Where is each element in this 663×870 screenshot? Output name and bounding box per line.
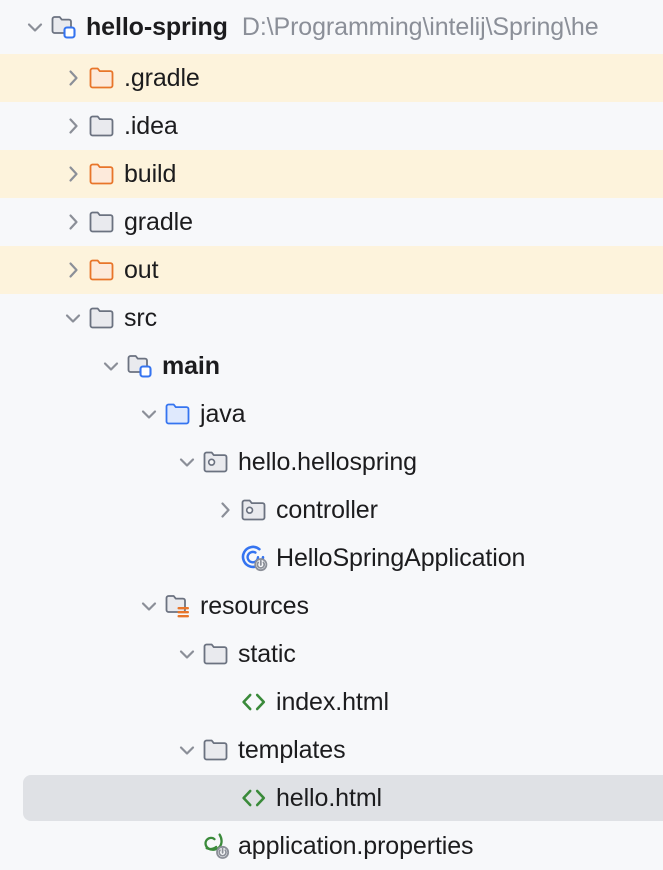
indent-spacer xyxy=(0,174,60,175)
indent-spacer xyxy=(0,846,174,847)
folder-icon xyxy=(86,110,118,142)
tree-row-gradle[interactable]: gradle xyxy=(0,198,663,246)
tree-node-label: static xyxy=(238,639,296,668)
tree-node-label: hello.html xyxy=(276,783,382,812)
tree-row-java[interactable]: java xyxy=(0,390,663,438)
tree-node-label: application.properties xyxy=(238,831,474,860)
tree-row-hello-hellospring[interactable]: hello.hellospring xyxy=(0,438,663,486)
chevron-down-icon[interactable] xyxy=(22,14,48,40)
indent-spacer xyxy=(0,510,212,511)
tree-node-label: src xyxy=(124,303,158,332)
project-path-text: D:\Programming\intelij\Spring\he xyxy=(241,12,599,41)
tree-row-hello-spring[interactable]: hello-spring D:\Programming\intelij\Sprin… xyxy=(0,0,663,54)
indent-spacer xyxy=(0,798,212,799)
indent-spacer xyxy=(0,750,174,751)
html-file-icon xyxy=(238,686,270,718)
tree-node-label: resources xyxy=(200,591,309,620)
chevron-right-icon[interactable] xyxy=(60,65,86,91)
chevron-right-icon[interactable] xyxy=(60,113,86,139)
chevron-down-icon[interactable] xyxy=(136,593,162,619)
indent-spacer xyxy=(0,558,212,559)
tree-node-label: controller xyxy=(276,495,378,524)
module-folder-icon xyxy=(124,350,156,382)
spring-boot-class-icon xyxy=(238,542,270,574)
indent-spacer xyxy=(0,366,98,367)
tree-row-src[interactable]: src xyxy=(0,294,663,342)
tree-row-controller[interactable]: controller xyxy=(0,486,663,534)
chevron-placeholder-icon xyxy=(174,833,200,859)
tree-row-hellospringapplication[interactable]: HelloSpringApplication xyxy=(0,534,663,582)
indent-spacer xyxy=(0,318,60,319)
folder-icon xyxy=(86,302,118,334)
chevron-right-icon[interactable] xyxy=(60,257,86,283)
tree-node-label: templates xyxy=(238,735,346,764)
folder-excluded-icon xyxy=(86,254,118,286)
module-folder-icon xyxy=(48,11,80,43)
tree-node-label: .idea xyxy=(124,111,178,140)
source-root-folder-icon xyxy=(162,398,194,430)
tree-node-label: out xyxy=(124,255,159,284)
tree-node-label: HelloSpringApplication xyxy=(276,543,526,572)
tree-node-label: gradle xyxy=(124,207,193,236)
tree-node-label: build xyxy=(124,159,177,188)
indent-spacer xyxy=(0,414,136,415)
tree-row-resources[interactable]: resources xyxy=(0,582,663,630)
spring-properties-file-icon xyxy=(200,830,232,862)
indent-spacer xyxy=(0,27,22,28)
indent-spacer xyxy=(0,270,60,271)
chevron-down-icon[interactable] xyxy=(174,641,200,667)
chevron-right-icon[interactable] xyxy=(60,161,86,187)
folder-icon xyxy=(200,734,232,766)
chevron-right-icon[interactable] xyxy=(212,497,238,523)
tree-node-label: .gradle xyxy=(124,63,200,92)
chevron-down-icon[interactable] xyxy=(136,401,162,427)
indent-spacer xyxy=(0,606,136,607)
indent-spacer xyxy=(0,702,212,703)
package-icon xyxy=(200,446,232,478)
indent-spacer xyxy=(0,222,60,223)
html-file-icon xyxy=(238,782,270,814)
indent-spacer xyxy=(0,654,174,655)
tree-row-hello-html[interactable]: hello.html xyxy=(0,774,663,822)
chevron-down-icon[interactable] xyxy=(174,449,200,475)
tree-node-label: hello.hellospring xyxy=(238,447,417,476)
tree-row-static[interactable]: static xyxy=(0,630,663,678)
tree-row-application-properties[interactable]: application.properties xyxy=(0,822,663,870)
tree-row-build[interactable]: build xyxy=(0,150,663,198)
chevron-placeholder-icon xyxy=(212,545,238,571)
tree-row-index-html[interactable]: index.html xyxy=(0,678,663,726)
folder-excluded-icon xyxy=(86,62,118,94)
chevron-down-icon[interactable] xyxy=(98,353,124,379)
package-icon xyxy=(238,494,270,526)
tree-node-label: hello-spring xyxy=(86,12,228,41)
resources-root-folder-icon xyxy=(162,590,194,622)
folder-icon xyxy=(200,638,232,670)
folder-icon xyxy=(86,206,118,238)
tree-node-label: index.html xyxy=(276,687,389,716)
tree-node-label: main xyxy=(162,351,220,380)
chevron-down-icon[interactable] xyxy=(60,305,86,331)
tree-row-gradle-hidden[interactable]: .gradle xyxy=(0,54,663,102)
chevron-placeholder-icon xyxy=(212,785,238,811)
indent-spacer xyxy=(0,126,60,127)
tree-row-out[interactable]: out xyxy=(0,246,663,294)
tree-row-templates[interactable]: templates xyxy=(0,726,663,774)
tree-row-main[interactable]: main xyxy=(0,342,663,390)
folder-excluded-icon xyxy=(86,158,118,190)
chevron-placeholder-icon xyxy=(212,689,238,715)
indent-spacer xyxy=(0,78,60,79)
tree-row-idea[interactable]: .idea xyxy=(0,102,663,150)
chevron-down-icon[interactable] xyxy=(174,737,200,763)
indent-spacer xyxy=(0,462,174,463)
tree-node-label: java xyxy=(200,399,246,428)
chevron-right-icon[interactable] xyxy=(60,209,86,235)
